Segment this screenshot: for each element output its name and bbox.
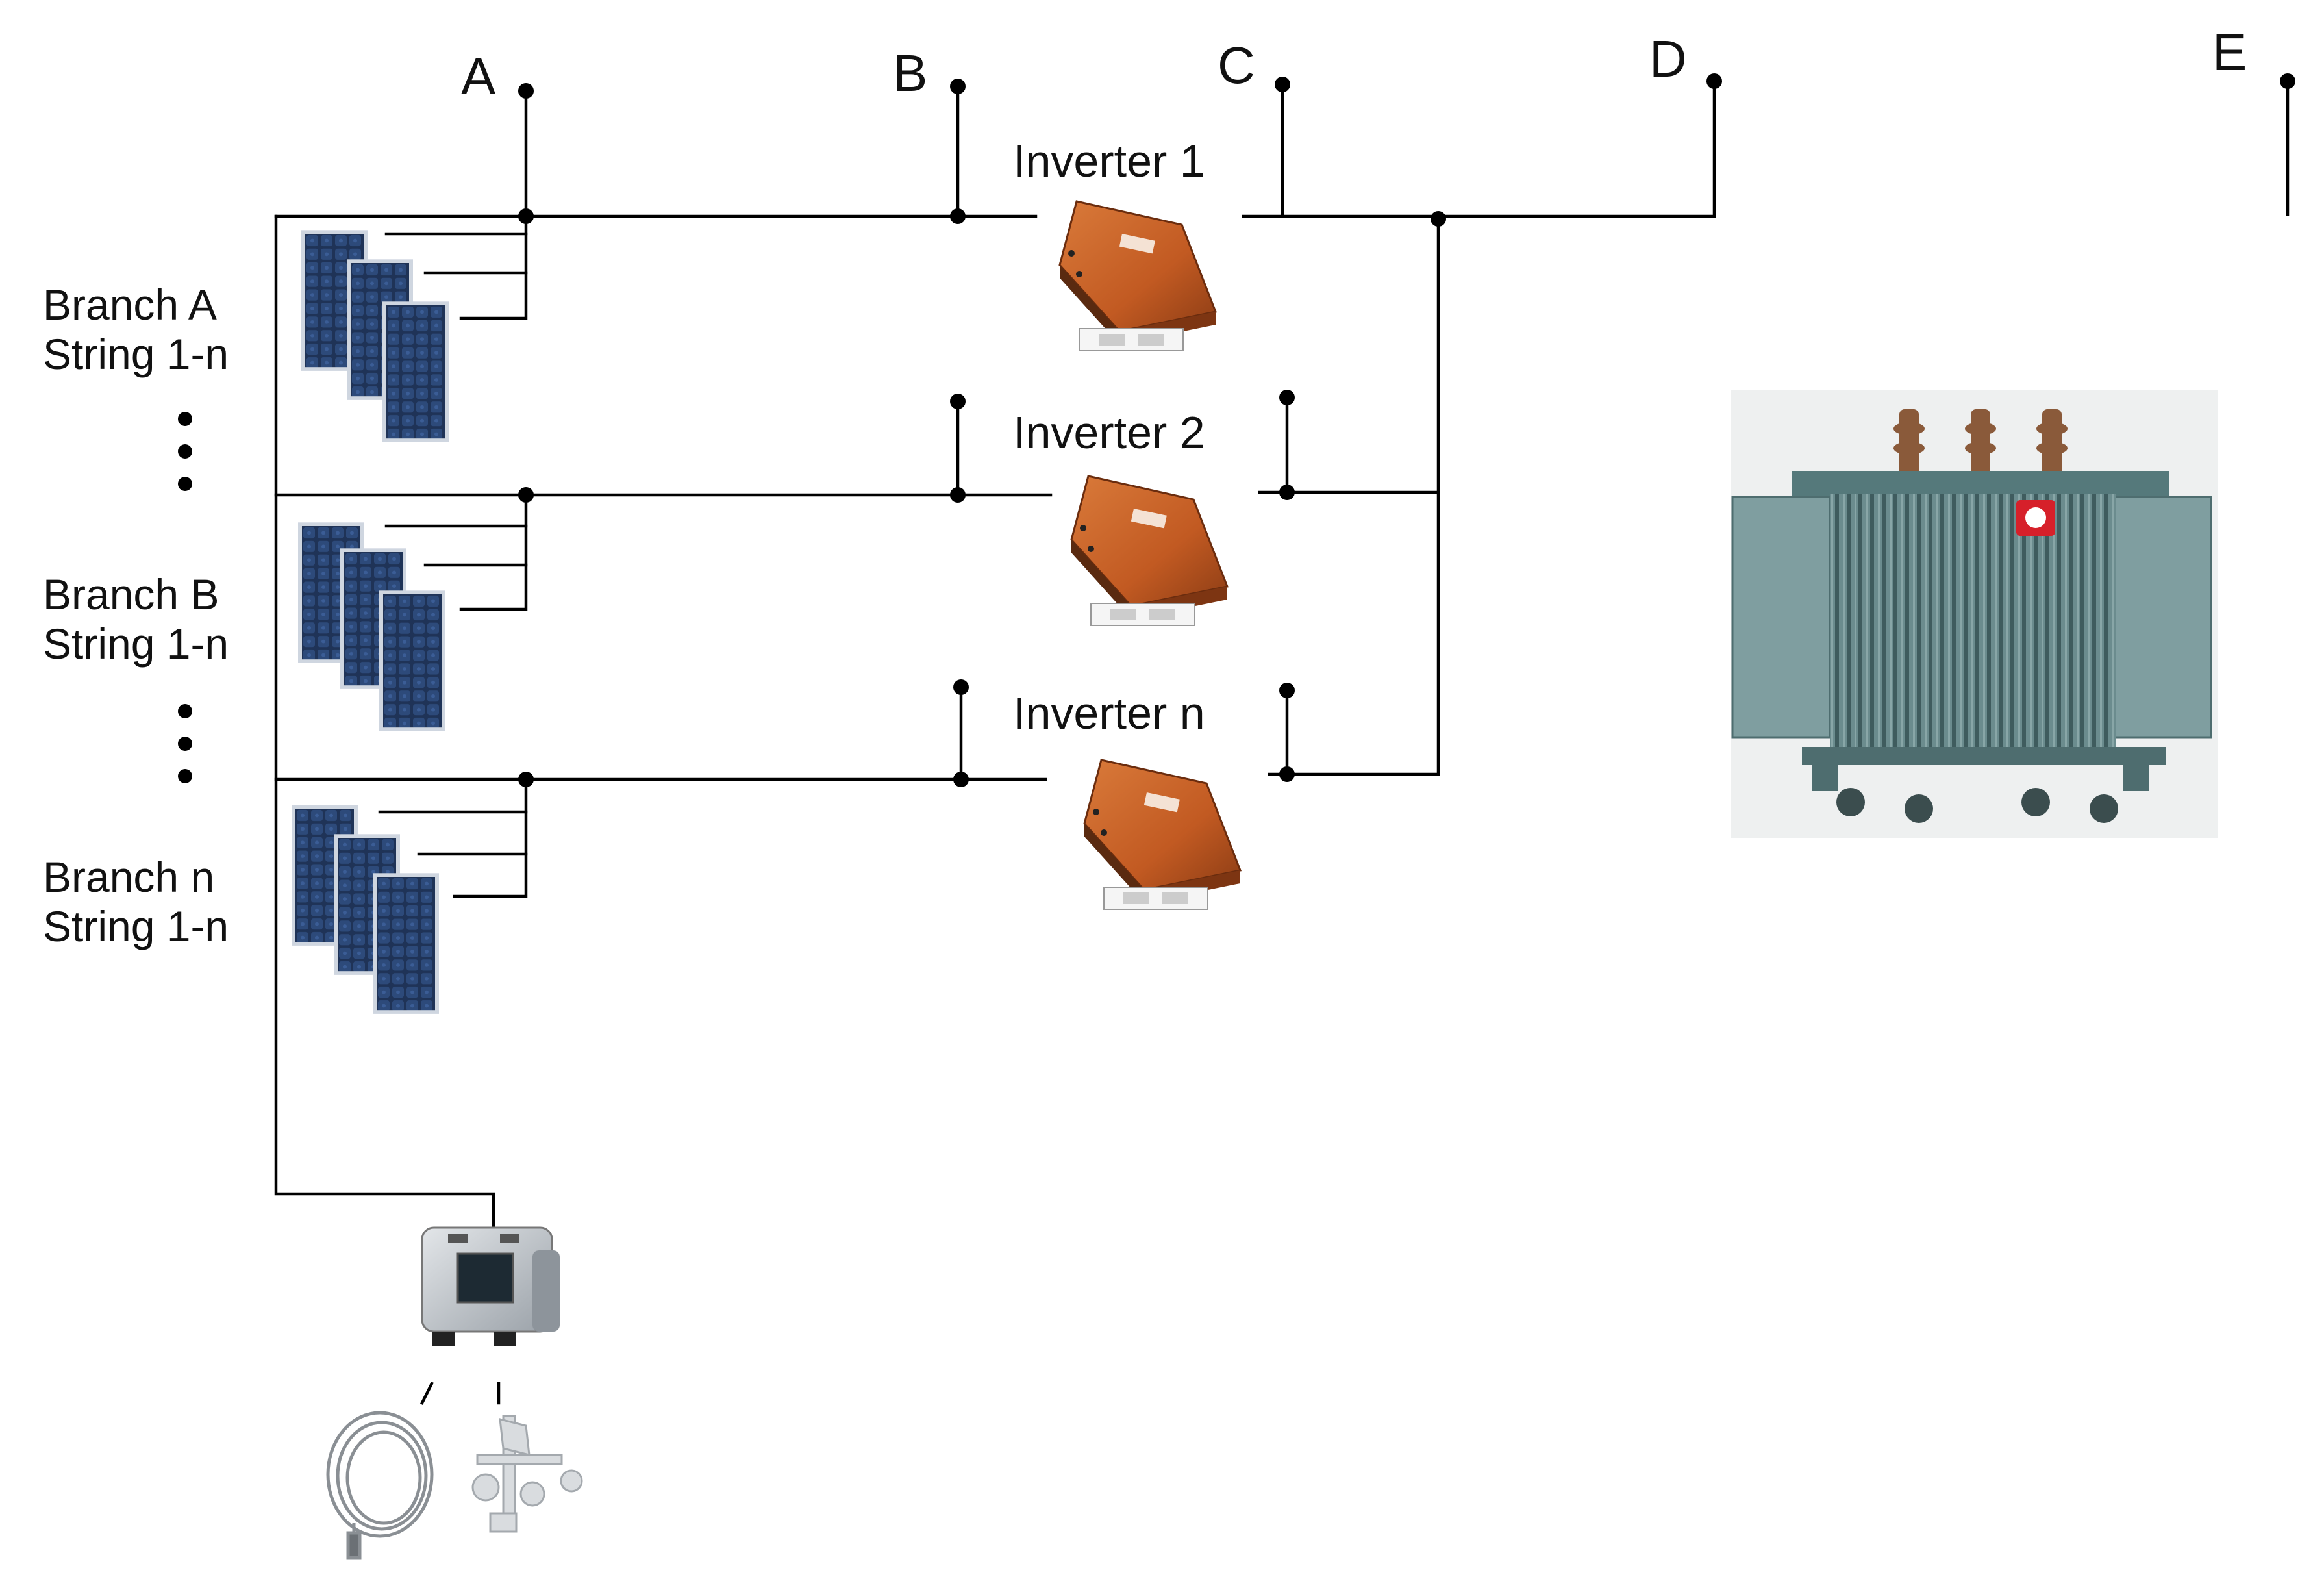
node	[1431, 211, 1446, 227]
wiring	[274, 81, 2290, 1230]
inverter-label-n: Inverter n	[1013, 688, 1205, 739]
branch-labels: Branch A String 1-n Branch B String 1-n …	[43, 281, 229, 950]
node	[1279, 683, 1295, 698]
point-label-b: B	[893, 44, 927, 102]
temperature-sensor-icon	[326, 1411, 434, 1560]
anemometer-icon	[471, 1415, 583, 1533]
inverter-icon	[1058, 200, 1217, 352]
node	[1275, 77, 1290, 92]
transformer-icon	[1731, 390, 2218, 838]
node	[2280, 73, 2295, 89]
branch-label-a: Branch A	[43, 281, 217, 329]
junction-nodes	[518, 73, 2295, 787]
branch-label-n: Branch n	[43, 853, 214, 901]
point-label-e: E	[2212, 23, 2247, 81]
node	[1279, 485, 1295, 500]
node	[953, 772, 969, 787]
branch-strings-b: String 1-n	[43, 620, 229, 668]
inverter-1: Inverter 1	[1013, 136, 1217, 352]
node	[1279, 766, 1295, 782]
solar-panel-icon	[373, 873, 439, 1014]
ac-line-1	[1242, 82, 1716, 218]
node	[1279, 390, 1295, 405]
solar-array-n	[292, 805, 439, 1014]
inverter-label-2: Inverter 2	[1013, 407, 1205, 458]
point-label-a: A	[461, 47, 496, 105]
node	[518, 208, 534, 224]
inverter-icon	[1070, 475, 1229, 627]
node	[950, 394, 966, 409]
data-logger-icon	[421, 1226, 560, 1346]
node	[950, 79, 966, 94]
point-labels: A B C D E	[461, 23, 2247, 105]
inverter-2: Inverter 2	[1013, 407, 1229, 627]
node	[518, 487, 534, 503]
node	[1706, 73, 1722, 89]
point-label-c: C	[1218, 36, 1255, 94]
node	[518, 772, 534, 787]
node	[950, 487, 966, 503]
branch-strings-a: String 1-n	[43, 330, 229, 378]
inverter-label-1: Inverter 1	[1013, 136, 1205, 186]
inverter-n: Inverter n	[1013, 688, 1242, 911]
node	[518, 83, 534, 99]
branch-label-b: Branch B	[43, 570, 219, 618]
point-label-d: D	[1649, 30, 1687, 88]
solar-array-a	[301, 230, 449, 442]
branch-strings-n: String 1-n	[43, 902, 229, 950]
solar-array-b	[298, 522, 445, 731]
solar-panel-icon	[382, 301, 449, 442]
solar-panel-icon	[379, 590, 445, 731]
node	[953, 679, 969, 695]
node	[950, 208, 966, 224]
ellipsis-dots	[178, 412, 192, 783]
string-link-n3	[453, 777, 528, 898]
inverter-icon	[1083, 759, 1242, 911]
string-link-b3	[459, 493, 528, 611]
string-link-a3	[459, 214, 528, 320]
main-dc-bus	[274, 214, 495, 1230]
